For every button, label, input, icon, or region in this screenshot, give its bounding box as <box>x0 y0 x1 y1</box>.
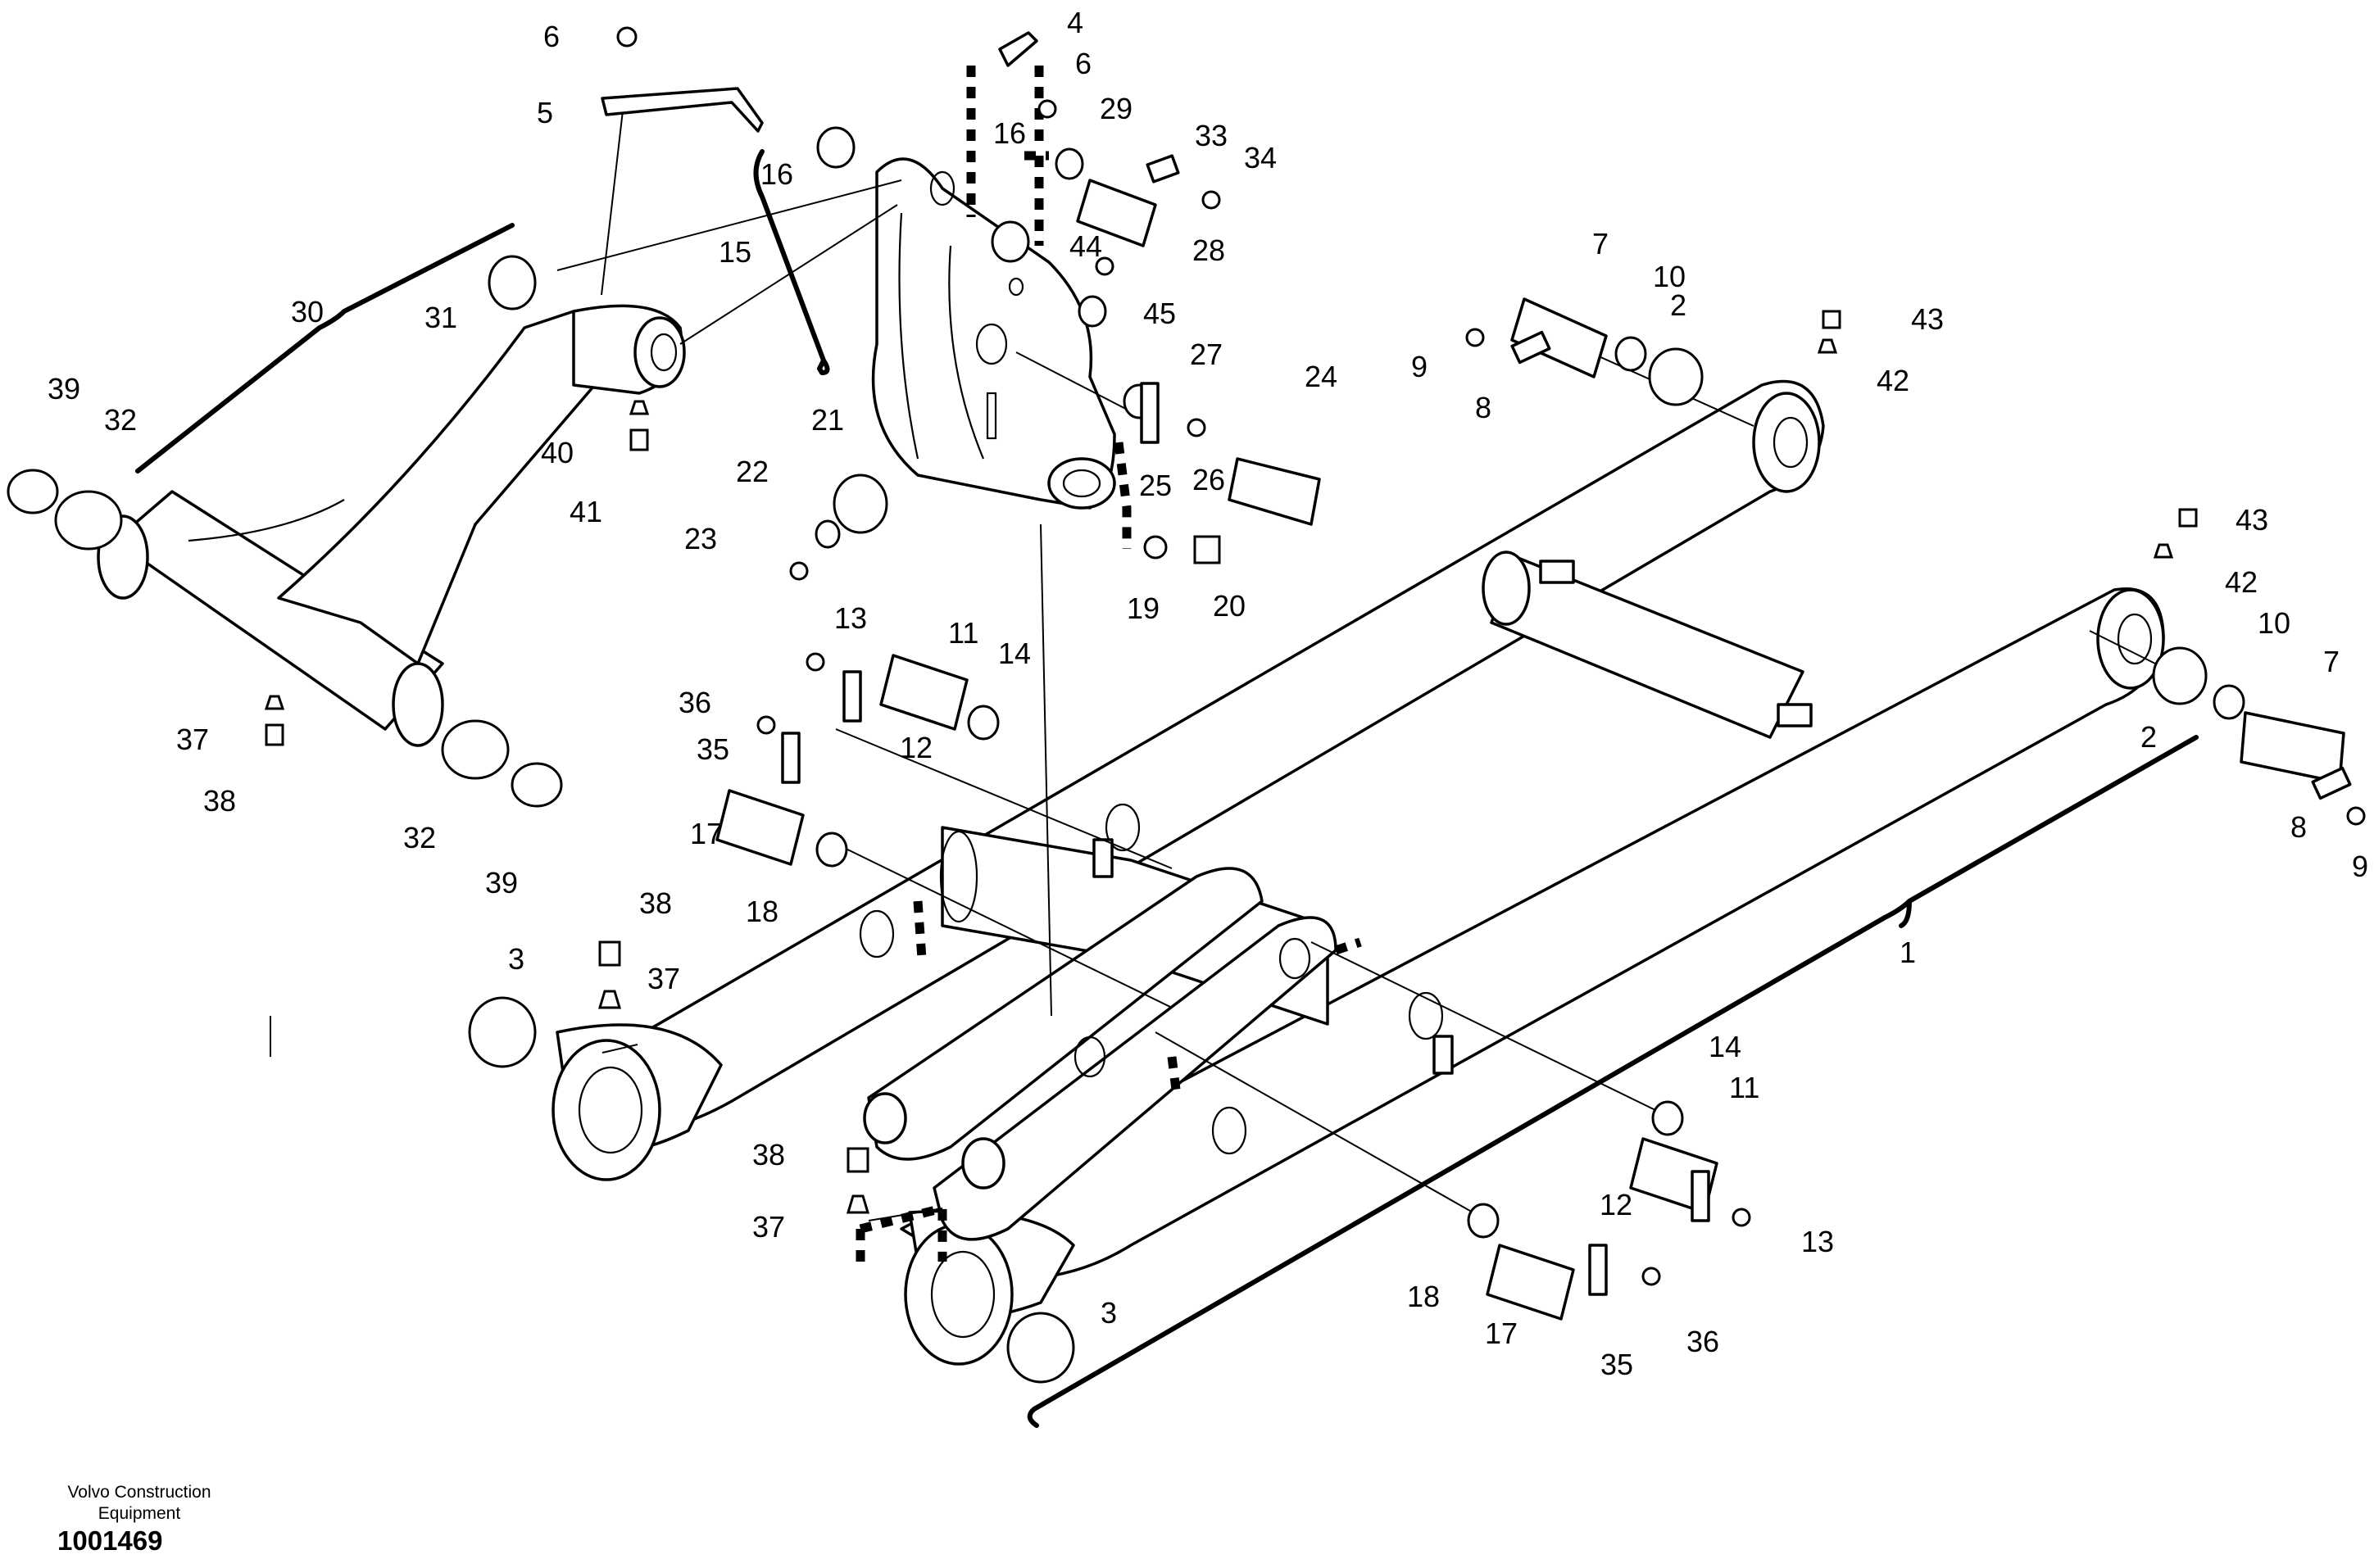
callout-38: 38 <box>752 1138 785 1171</box>
callout-3: 3 <box>1101 1296 1117 1330</box>
callout-15: 15 <box>719 235 751 269</box>
a-frame-link <box>97 223 686 747</box>
callout-labels: 1 2 2 3 3 4 5 6 6 7 7 8 8 9 9 10 10 11 1… <box>48 6 2368 1381</box>
callout-45: 45 <box>1143 297 1176 330</box>
callout-21: 21 <box>811 403 844 437</box>
callout-39: 39 <box>48 372 80 406</box>
callout-33: 33 <box>1195 119 1228 152</box>
callout-27: 27 <box>1190 338 1223 371</box>
callout-17: 17 <box>1485 1316 1518 1350</box>
leader-lines <box>270 110 2172 1221</box>
callout-37: 37 <box>752 1210 785 1244</box>
callout-37: 37 <box>647 962 680 995</box>
callout-10: 10 <box>1653 260 1686 293</box>
callout-42: 42 <box>1877 364 1909 397</box>
callout-14: 14 <box>998 637 1031 670</box>
callout-13: 13 <box>834 601 867 635</box>
callout-44: 44 <box>1069 229 1102 263</box>
callout-36: 36 <box>679 686 711 719</box>
callout-34: 34 <box>1244 141 1277 174</box>
callout-2: 2 <box>1670 288 1686 322</box>
callout-26: 26 <box>1192 463 1225 496</box>
callout-30: 30 <box>291 295 324 329</box>
callout-6: 6 <box>543 20 560 53</box>
hardware <box>7 26 2366 1384</box>
callout-9: 9 <box>1411 350 1428 383</box>
callout-7: 7 <box>1592 227 1609 261</box>
callout-36: 36 <box>1686 1325 1719 1358</box>
callout-14: 14 <box>1709 1030 1741 1063</box>
callout-3: 3 <box>508 942 524 976</box>
callout-35: 35 <box>1600 1348 1633 1381</box>
callout-5: 5 <box>537 96 553 129</box>
callout-16: 16 <box>993 116 1026 150</box>
callout-18: 18 <box>746 895 778 928</box>
guide-dashes <box>856 66 1362 1266</box>
brand-line-2: Equipment <box>98 1504 181 1523</box>
callout-4: 4 <box>1067 6 1083 39</box>
brand-line-1: Volvo Construction <box>67 1483 211 1502</box>
callout-39: 39 <box>485 866 518 900</box>
callout-11: 11 <box>948 616 978 650</box>
brand-caption: Volvo Construction <box>33 1481 246 1504</box>
callout-23: 23 <box>684 522 717 555</box>
callout-19: 19 <box>1127 591 1160 625</box>
callout-38: 38 <box>203 784 236 818</box>
callout-40: 40 <box>541 436 574 469</box>
boom-frame <box>552 379 2199 1428</box>
callout-29: 29 <box>1100 92 1133 125</box>
callout-35: 35 <box>697 732 729 766</box>
bellcrank <box>753 149 1116 510</box>
callout-20: 20 <box>1213 589 1246 623</box>
callout-42: 42 <box>2225 565 2258 599</box>
callout-8: 8 <box>2290 810 2307 844</box>
callout-16: 16 <box>760 157 793 191</box>
callout-1: 1 <box>1900 936 1916 969</box>
callout-28: 28 <box>1192 233 1225 267</box>
callout-43: 43 <box>1911 302 1944 336</box>
callout-32: 32 <box>104 403 137 437</box>
callout-11: 11 <box>1729 1071 1759 1104</box>
callout-41: 41 <box>570 495 602 528</box>
callout-18: 18 <box>1407 1280 1440 1313</box>
callout-12: 12 <box>1600 1188 1632 1221</box>
callout-25: 25 <box>1139 469 1172 502</box>
callout-31: 31 <box>424 301 457 334</box>
callout-13: 13 <box>1801 1225 1834 1258</box>
callout-7: 7 <box>2323 645 2340 678</box>
callout-9: 9 <box>2352 850 2368 883</box>
callout-32: 32 <box>403 821 436 854</box>
callout-10: 10 <box>2258 606 2290 640</box>
brand-caption-2: Equipment <box>33 1502 246 1525</box>
callout-6: 6 <box>1075 47 1092 80</box>
callout-37: 37 <box>176 723 209 756</box>
callout-24: 24 <box>1305 360 1337 393</box>
callout-8: 8 <box>1475 391 1491 424</box>
document-number: 1001469 <box>57 1525 163 1556</box>
callout-2: 2 <box>2140 720 2157 754</box>
callout-22: 22 <box>736 455 769 488</box>
callout-38: 38 <box>639 886 672 920</box>
callout-12: 12 <box>900 731 933 764</box>
callout-17: 17 <box>690 817 723 850</box>
callout-43: 43 <box>2236 503 2268 537</box>
